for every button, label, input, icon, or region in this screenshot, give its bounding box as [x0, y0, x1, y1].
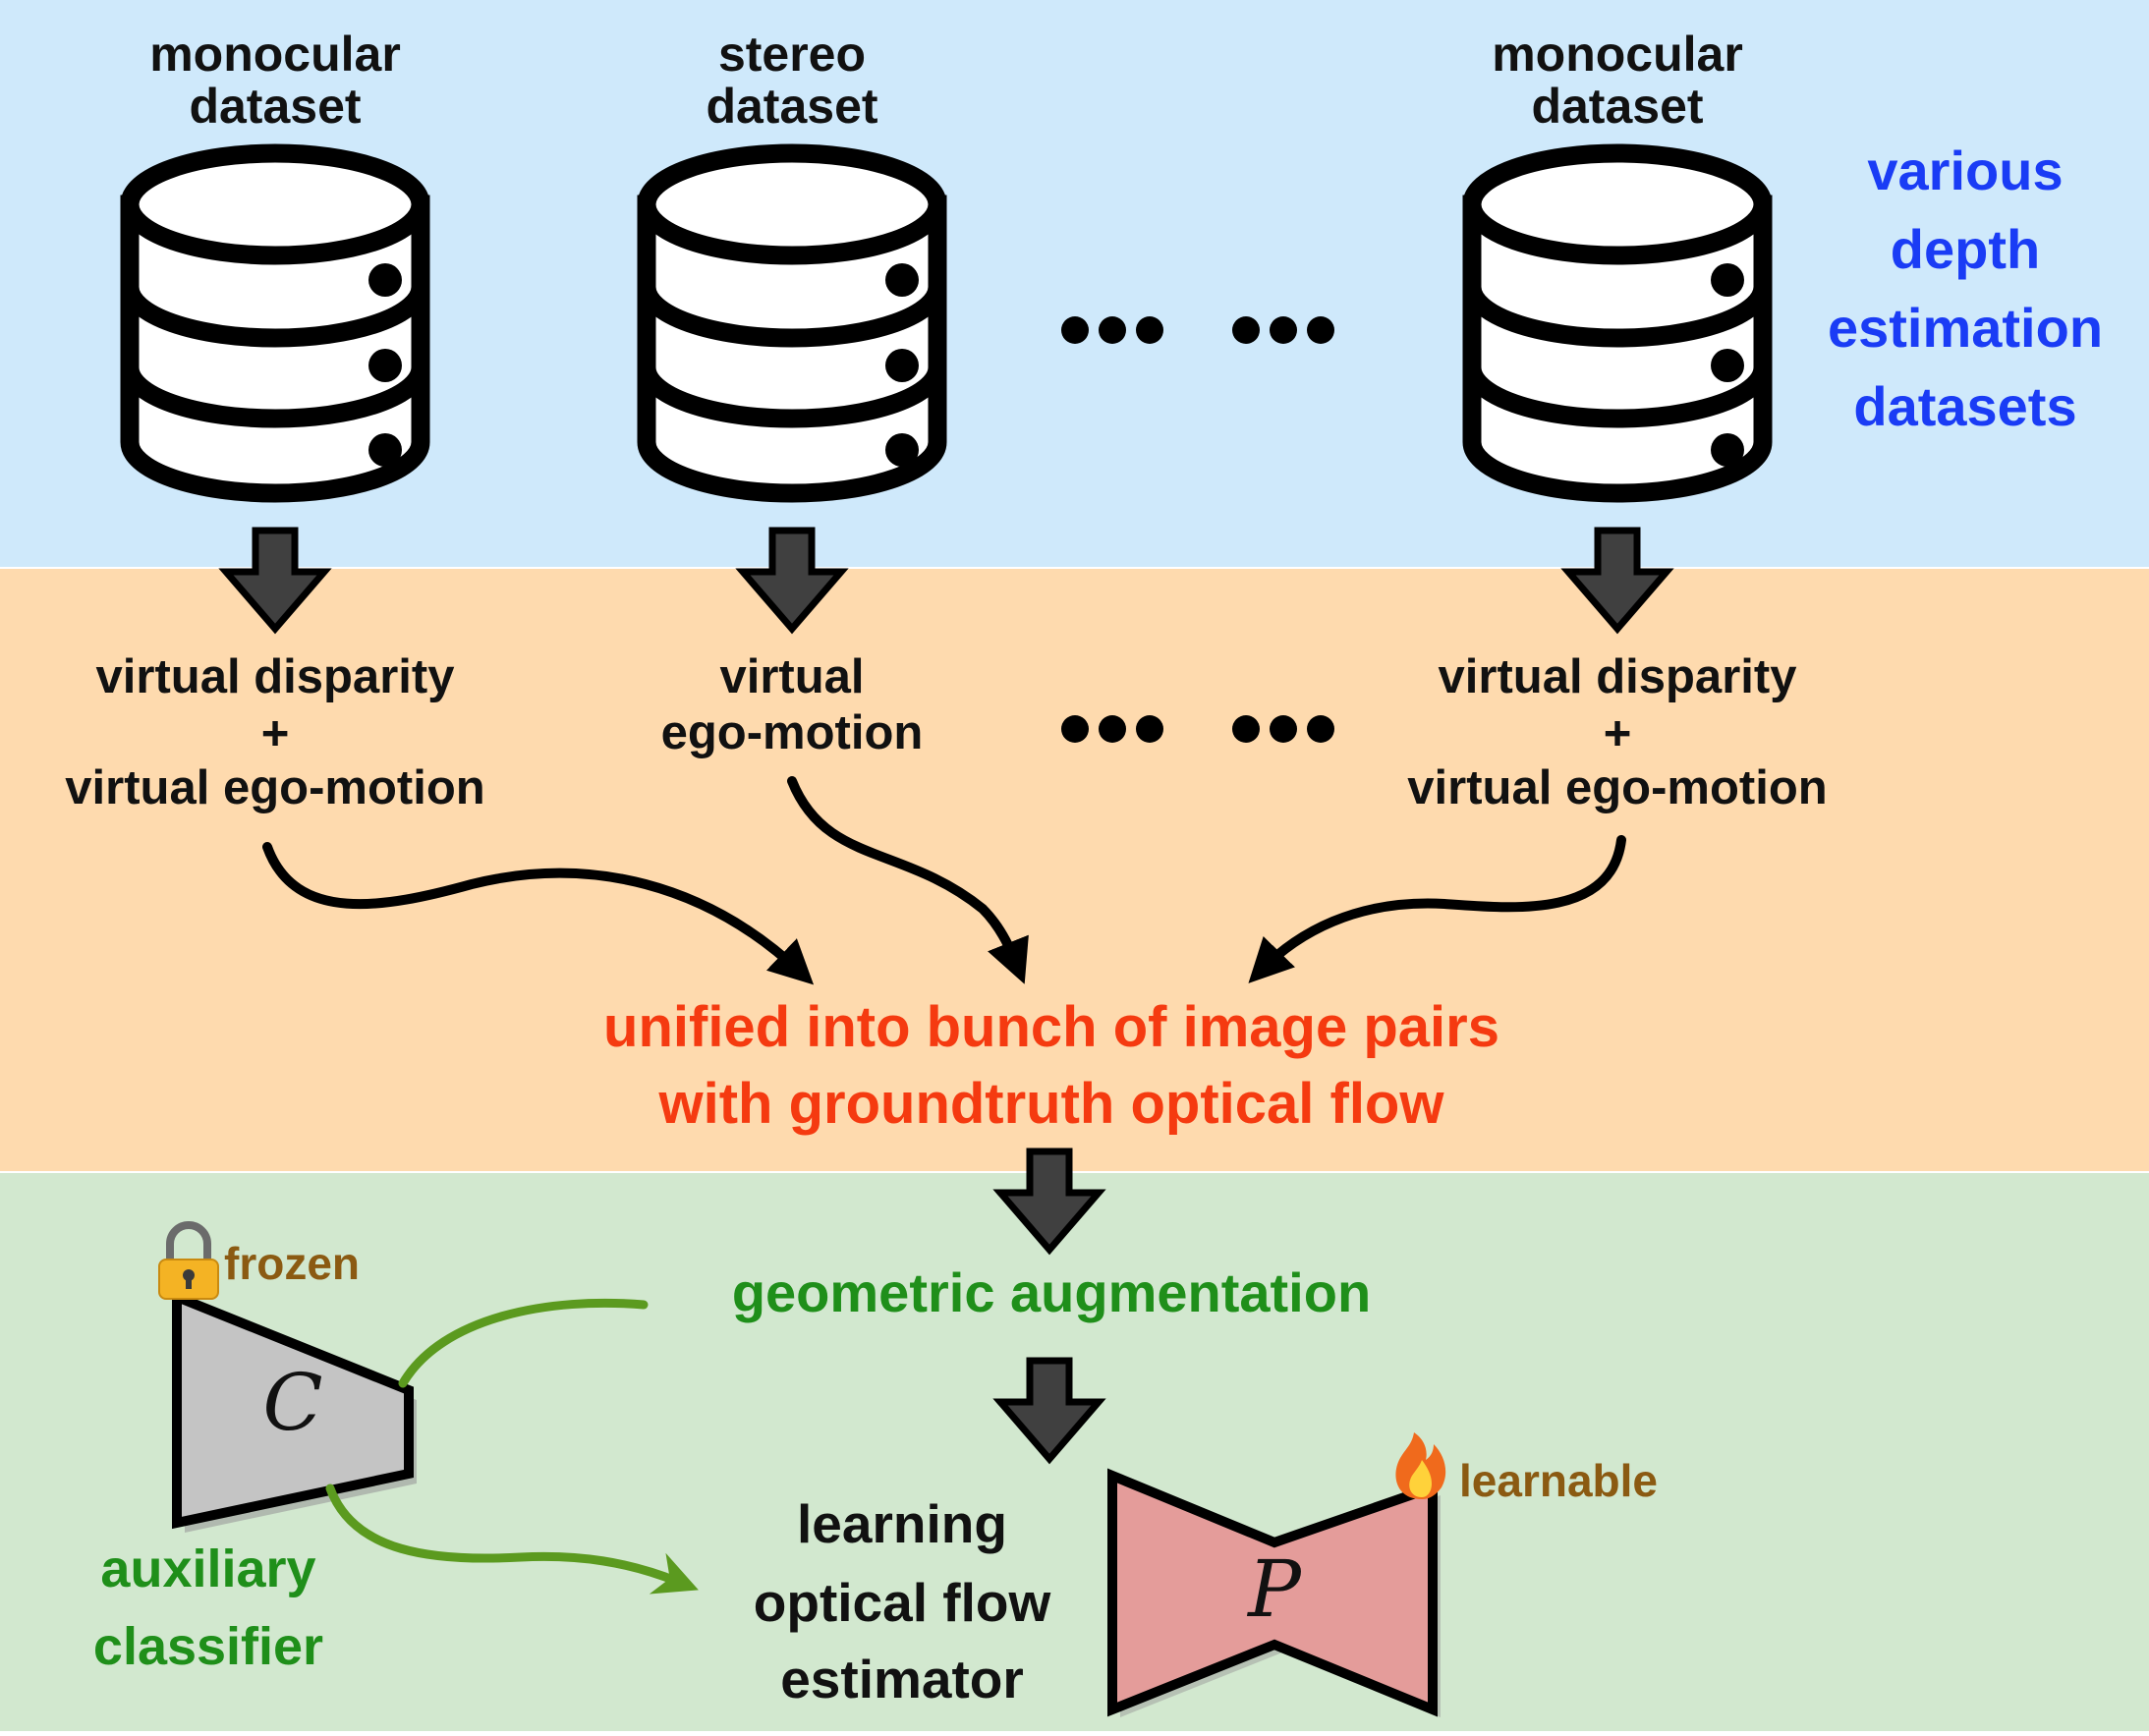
- classifier-label-line1: auxiliary: [100, 1540, 315, 1598]
- conversion-1-line2: +: [261, 707, 290, 760]
- dataset-2-label-line1: stereo: [718, 27, 866, 82]
- conversion-1-line1: virtual disparity: [96, 650, 455, 703]
- geometric-augmentation-label: geometric augmentation: [732, 1261, 1371, 1323]
- unified-line2: with groundtruth optical flow: [658, 1072, 1445, 1136]
- conversion-1-line3: virtual ego-motion: [65, 761, 484, 814]
- datasets-caption-line3: estimation: [1828, 297, 2103, 359]
- estimator-symbol: P: [1246, 1543, 1302, 1635]
- classifier-symbol: C: [262, 1357, 322, 1448]
- datasets-caption-line2: depth: [1891, 218, 2040, 280]
- ellipsis-icon: [1232, 316, 1334, 344]
- estimator-label-line3: estimator: [780, 1649, 1024, 1709]
- conversion-2-line2: ego-motion: [661, 706, 924, 759]
- database-icon: [637, 143, 947, 503]
- dataset-1-label-line1: monocular: [149, 27, 401, 82]
- green-arrow-to-estimator: [325, 1484, 699, 1595]
- curved-arrow-right: [1248, 835, 1626, 983]
- ellipsis-icon: [1061, 715, 1163, 743]
- conversion-3-line1: virtual disparity: [1439, 650, 1797, 703]
- learnable-label: learnable: [1459, 1455, 1658, 1506]
- dataset-2-label-line2: dataset: [706, 79, 877, 134]
- dataset-3-label-line1: monocular: [1492, 27, 1743, 82]
- datasets-caption-line4: datasets: [1853, 375, 2076, 437]
- unified-line1: unified into bunch of image pairs: [603, 995, 1499, 1059]
- estimator-label-line1: learning: [797, 1493, 1007, 1554]
- down-arrow-icon: [218, 527, 332, 635]
- flame-icon: [1395, 1432, 1446, 1499]
- estimator-shape: [1107, 1468, 1438, 1717]
- classifier-shape: [172, 1289, 414, 1530]
- database-icon: [1462, 143, 1773, 503]
- conversion-3-line2: +: [1604, 707, 1632, 760]
- curved-arrow-center: [787, 776, 1029, 984]
- down-arrow-icon: [1560, 527, 1674, 635]
- green-arrow-to-augmentation: [398, 1298, 649, 1388]
- conversion-2-line1: virtual: [719, 650, 864, 703]
- down-arrow-icon: [992, 1148, 1106, 1256]
- database-icon: [120, 143, 430, 503]
- ellipsis-icon: [1232, 715, 1334, 743]
- ellipsis-icon: [1061, 316, 1163, 344]
- lock-icon: [158, 1221, 219, 1300]
- classifier-label-line2: classifier: [93, 1617, 323, 1676]
- down-arrow-icon: [992, 1357, 1106, 1465]
- dataset-1-label-line2: dataset: [189, 79, 361, 134]
- datasets-caption-line1: various: [1867, 140, 2063, 201]
- curved-arrow-left: [262, 842, 815, 985]
- conversion-3-line3: virtual ego-motion: [1407, 761, 1827, 814]
- frozen-label: frozen: [224, 1238, 360, 1289]
- down-arrow-icon: [735, 527, 849, 635]
- estimator-label-line2: optical flow: [754, 1572, 1051, 1633]
- dataset-3-label-line2: dataset: [1531, 79, 1703, 134]
- band-conversion: [0, 569, 2149, 1171]
